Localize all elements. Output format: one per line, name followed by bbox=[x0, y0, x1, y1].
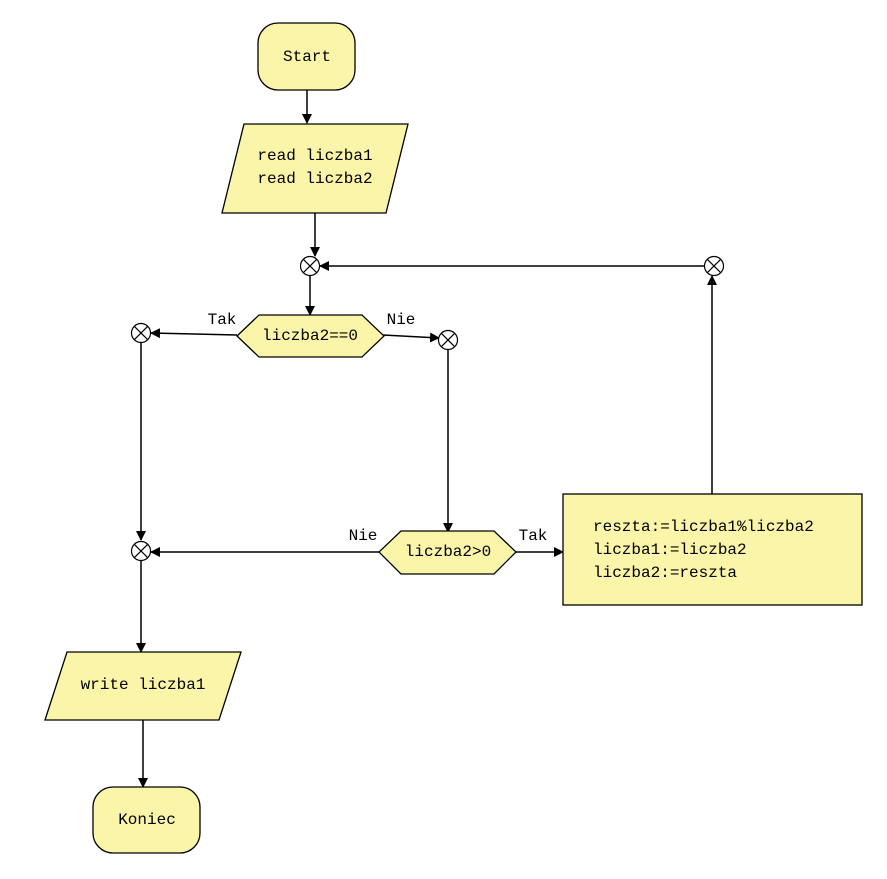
node-process-line-2: liczba1:=liczba2 bbox=[593, 541, 747, 559]
node-process: reszta:=liczba1%liczba2 liczba1:=liczba2… bbox=[562, 493, 863, 606]
connector-left-corner bbox=[130, 322, 152, 344]
node-process-line-1: reszta:=liczba1%liczba2 bbox=[593, 518, 814, 536]
node-end: Koniec bbox=[92, 786, 201, 854]
connector-merge-bottom bbox=[130, 540, 152, 562]
node-cond2: liczba2>0 bbox=[378, 530, 517, 575]
connector-right-corner bbox=[437, 329, 459, 351]
node-start-label: Start bbox=[283, 48, 331, 66]
connector-loop-corner bbox=[703, 255, 725, 277]
edges bbox=[136, 90, 717, 788]
node-start: Start bbox=[257, 22, 356, 91]
node-end-label: Koniec bbox=[118, 811, 176, 829]
edge-cond1-no bbox=[382, 332, 440, 343]
edge-label-cond1-no: Nie bbox=[387, 311, 416, 329]
node-process-line-3: liczba2:=reszta bbox=[593, 564, 737, 582]
edge-label-cond2-yes: Tak bbox=[519, 527, 548, 545]
node-read: read liczba1 read liczba2 bbox=[221, 123, 409, 214]
node-cond2-label: liczba2>0 bbox=[405, 543, 491, 561]
edge-cond1-yes bbox=[150, 328, 238, 339]
node-write: write liczba1 bbox=[44, 651, 242, 721]
connectors bbox=[130, 255, 725, 562]
edge-labels: Tak Nie Nie Tak bbox=[208, 311, 548, 545]
node-write-label: write liczba1 bbox=[81, 676, 206, 694]
edge-label-cond2-no: Nie bbox=[349, 527, 378, 545]
node-cond1: liczba2==0 bbox=[236, 314, 385, 358]
edge-label-cond1-yes: Tak bbox=[208, 311, 237, 329]
connector-merge-top bbox=[299, 255, 321, 277]
node-read-line-1: read liczba1 bbox=[257, 147, 372, 165]
node-cond1-label: liczba2==0 bbox=[262, 327, 358, 345]
node-read-line-2: read liczba2 bbox=[257, 170, 372, 188]
